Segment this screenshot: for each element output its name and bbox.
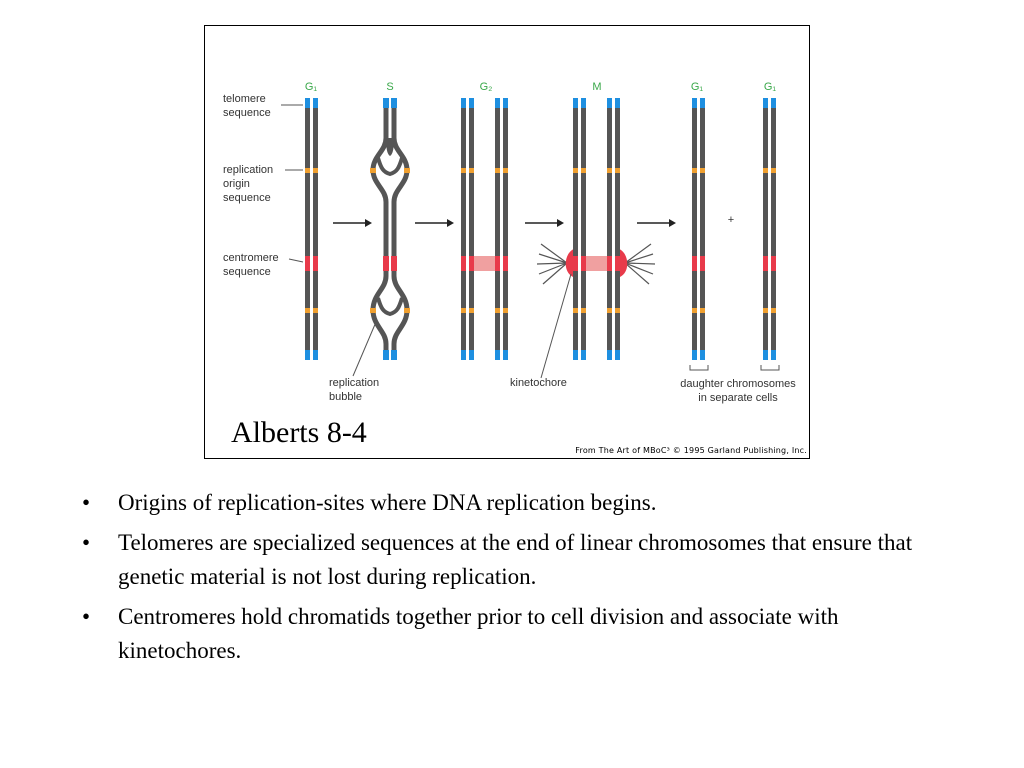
bullet-text-origins: Origins of replication-sites where DNA r…: [118, 490, 657, 515]
bullet-item: • Centromeres hold chromatids together p…: [82, 600, 962, 668]
label-centromere-line2: sequence: [223, 266, 271, 278]
figure-caption: Alberts 8-4: [231, 416, 367, 449]
chromosome-diagram: G₁ S G₂ M G₁ G₁ telomere sequence replic…: [223, 81, 796, 404]
chromosome-m: [536, 98, 656, 379]
arrow-1: [333, 219, 372, 227]
stage-label-g2: G₂: [480, 81, 493, 93]
label-daughter-line1: daughter chromosomes: [680, 378, 796, 390]
chromosome-g1: [305, 98, 318, 360]
bullet-marker: •: [82, 604, 91, 629]
plus-sign: +: [728, 214, 734, 226]
bullet-text-centromeres: Centromeres hold chromatids together pri…: [118, 604, 839, 663]
label-origin-line3: sequence: [223, 192, 271, 204]
stage-label-s: S: [386, 81, 393, 93]
stage-label-g1: G₁: [305, 81, 318, 93]
arrow-2: [415, 219, 454, 227]
label-telomere-line1: telomere: [223, 93, 266, 105]
chromosome-g2: [461, 98, 508, 360]
bullet-item: • Telomeres are specialized sequences at…: [82, 526, 962, 594]
label-bubble-line2: bubble: [329, 391, 362, 403]
daughter-brackets: [689, 365, 780, 371]
label-origin-line2: origin: [223, 178, 250, 190]
bullet-text-telomeres: Telomeres are specialized sequences at t…: [118, 530, 913, 589]
label-centromere: centromere sequence: [223, 252, 304, 278]
label-centromere-line1: centromere: [223, 252, 279, 264]
bullet-marker: •: [82, 490, 91, 515]
label-daughter-line2: in separate cells: [698, 392, 778, 404]
chromosome-daughter-1: [692, 98, 705, 360]
bullet-marker: •: [82, 530, 91, 555]
label-origin: replication origin sequence: [223, 164, 303, 204]
label-origin-line1: replication: [223, 164, 273, 176]
stage-label-m: M: [592, 81, 601, 93]
stage-label-g1-daughter-2: G₁: [764, 81, 777, 93]
figure-credit: From The Art of MBoC³ © 1995 Garland Pub…: [575, 446, 807, 455]
chromosome-daughter-2: [763, 98, 776, 360]
bullet-list: • Origins of replication-sites where DNA…: [82, 486, 962, 674]
label-telomere-line2: sequence: [223, 107, 271, 119]
bullet-item: • Origins of replication-sites where DNA…: [82, 486, 962, 520]
arrow-4: [637, 219, 676, 227]
label-telomere: telomere sequence: [223, 93, 303, 119]
stage-label-g1-daughter-1: G₁: [691, 81, 704, 93]
chromosome-s: [352, 98, 410, 377]
label-kinetochore: kinetochore: [510, 377, 567, 389]
label-bubble-line1: replication: [329, 377, 379, 389]
chromosome-figure: G₁ S G₂ M G₁ G₁ telomere sequence replic…: [204, 25, 810, 459]
arrow-3: [525, 219, 564, 227]
